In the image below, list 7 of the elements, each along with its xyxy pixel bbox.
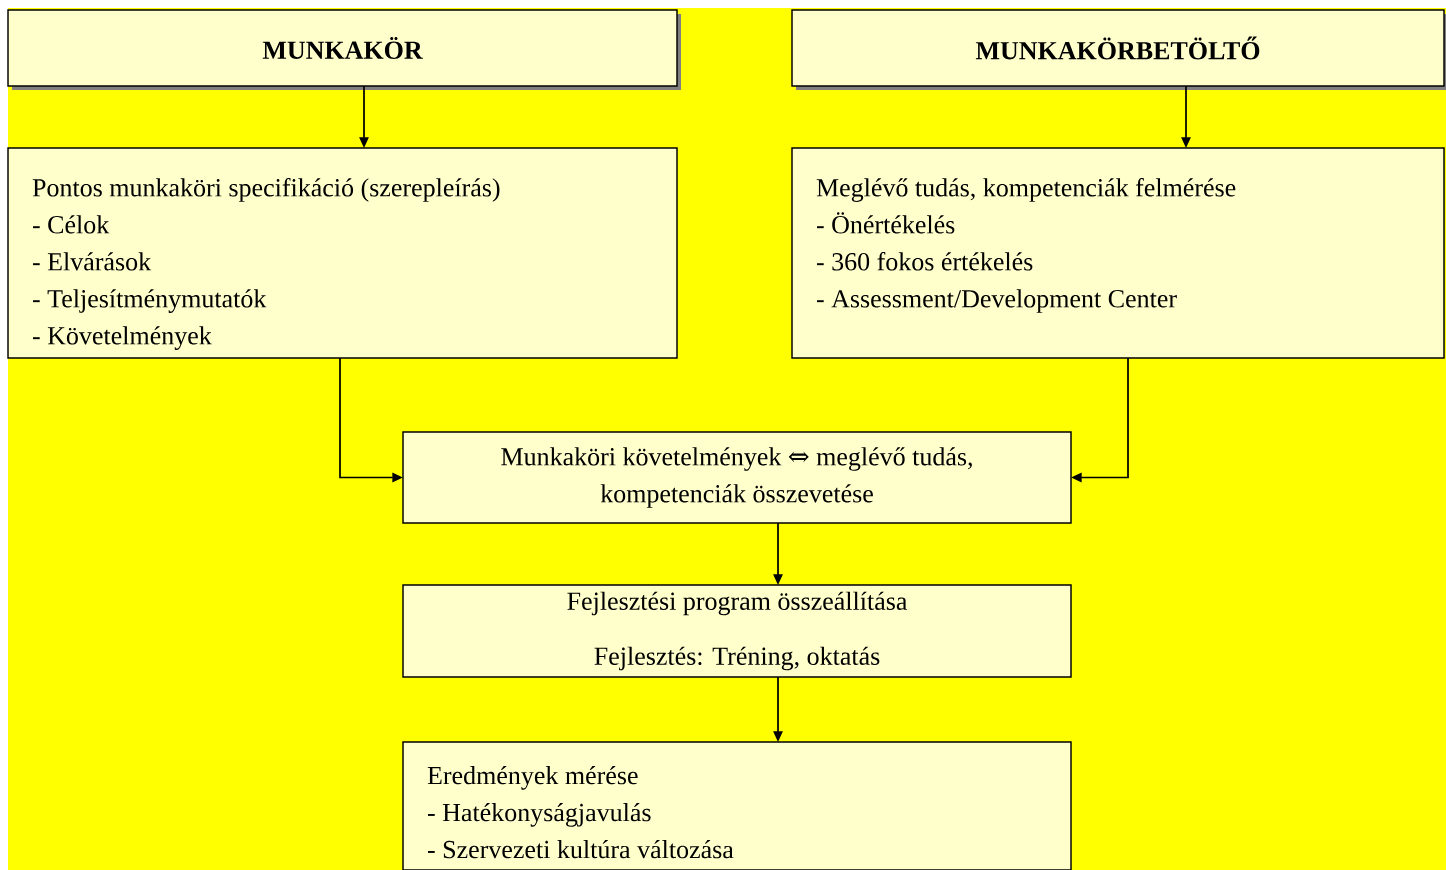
text-box: Eredmények mérése - Hatékonyságjavulás - Szervezeti kultúra változása [402,741,1072,870]
text-box: Pontos munkaköri specifikáció (szerepleírás) - Célok - Elvárások - Teljesítménymutatók - Követelmények [7,147,678,359]
heading-box: MUNKAKÖR [7,9,681,90]
heading-box: MUNKAKÖRBETÖLTŐ [791,9,1446,90]
text-box: Meglévő tudás, kompetenciák felmérése - Önértékelés - 360 fokos értékelés - Assessment/Development Center [791,147,1445,359]
process-box: Fejlesztési program összeállítása Fejlesztés: Tréning, oktatás [402,584,1072,678]
process-box: Munkaköri követelmények ⇔ meglévő tudás, kompetenciák összevetése [402,431,1072,524]
